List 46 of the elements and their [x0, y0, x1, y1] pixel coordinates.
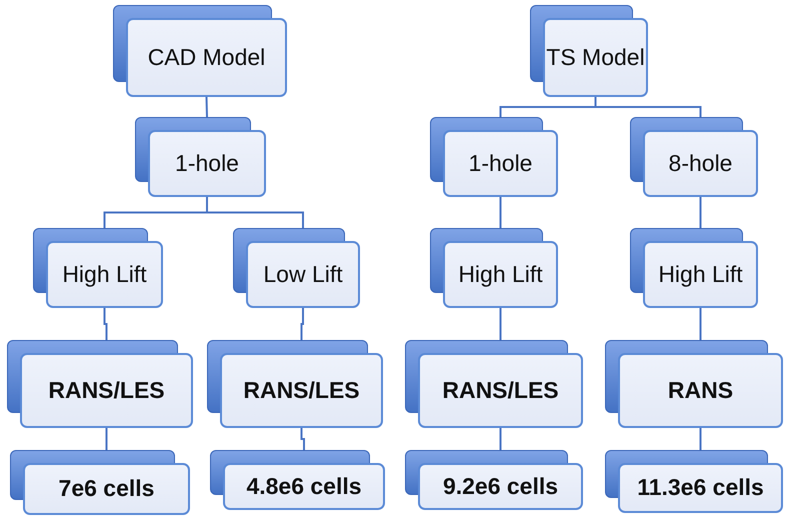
box-label: High Lift: [458, 260, 543, 288]
process-box: [430, 228, 558, 308]
process-box: [430, 117, 558, 197]
box-label: TS Model: [546, 44, 645, 72]
box-label: 7e6 cells: [58, 475, 154, 503]
connector-line: [300, 308, 304, 340]
box-label: 8-hole: [668, 150, 732, 178]
process-box: [605, 450, 783, 513]
box-label: High Lift: [62, 260, 147, 288]
box-label: CAD Model: [148, 44, 266, 72]
connector-line: [500, 428, 502, 450]
connector-line: [700, 197, 702, 228]
process-box: [33, 228, 163, 308]
process-box: [530, 5, 648, 97]
connector-line: [300, 428, 305, 450]
process-box: [210, 450, 385, 510]
box-label: 11.3e6 cells: [637, 474, 764, 502]
box-label: 1-hole: [175, 150, 239, 178]
process-box: [233, 228, 360, 308]
process-box: [605, 340, 783, 428]
box-label: RANS/LES: [48, 376, 165, 404]
box-label: RANS/LES: [243, 376, 360, 404]
connector-line: [104, 308, 108, 340]
box-label: 1-hole: [468, 150, 532, 178]
connector-line: [700, 308, 702, 340]
connector-line: [206, 197, 304, 228]
process-box: [405, 450, 583, 510]
process-box: [113, 5, 287, 97]
connector-line: [500, 308, 502, 340]
process-box: [135, 117, 266, 197]
process-box: [10, 450, 190, 515]
box-label: 4.8e6 cells: [246, 472, 362, 500]
process-box: [630, 117, 758, 197]
process-box: [7, 340, 193, 428]
connector-line: [206, 96, 208, 118]
process-box: [207, 340, 383, 428]
box-label: High Lift: [658, 260, 743, 288]
connector-line: [700, 428, 702, 450]
box-label: 9.2e6 cells: [442, 472, 558, 500]
process-box: [630, 228, 758, 308]
box-label: RANS/LES: [442, 376, 559, 404]
connector-line: [106, 428, 108, 450]
box-label: Low Lift: [263, 260, 343, 288]
connector-line: [500, 197, 502, 228]
box-label: RANS: [668, 376, 734, 404]
process-box: [405, 340, 583, 428]
